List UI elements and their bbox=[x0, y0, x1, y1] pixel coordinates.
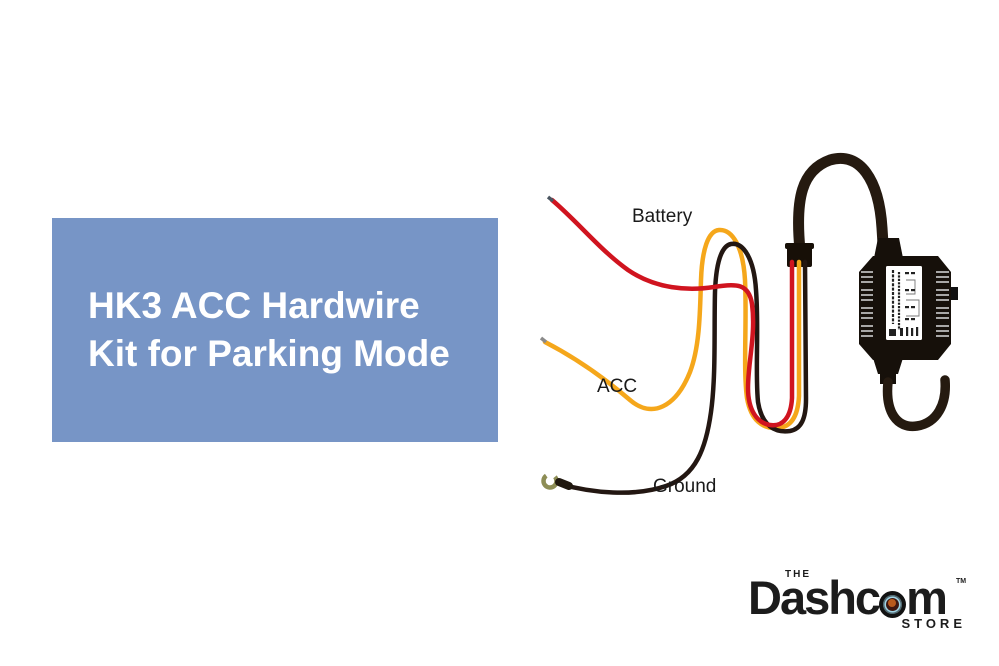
acc-wire bbox=[542, 227, 802, 431]
logo-store: STORE bbox=[901, 616, 966, 631]
device-switch bbox=[950, 287, 958, 300]
logo-wordmark-prefix: Dashc bbox=[748, 571, 881, 624]
device-ridges bbox=[861, 271, 949, 337]
cable-boot-flange bbox=[785, 243, 814, 249]
title-line-1: HK3 ACC Hardwire bbox=[88, 285, 420, 326]
logo-wordmark-suffix: m bbox=[906, 571, 948, 624]
output-cable bbox=[882, 375, 950, 432]
battery-wire-tip bbox=[546, 195, 555, 203]
acc-label: ACC bbox=[597, 376, 637, 397]
power-cable bbox=[793, 152, 889, 256]
battery-wire bbox=[549, 197, 795, 428]
logo-trademark: TM bbox=[956, 578, 967, 585]
ring-terminal bbox=[541, 472, 559, 490]
device-label bbox=[886, 266, 922, 340]
device-bottom-stub bbox=[873, 358, 903, 374]
battery-label: Battery bbox=[632, 206, 693, 227]
ground-label: Ground bbox=[653, 476, 716, 497]
title-line-2: Kit for Parking Mode bbox=[88, 333, 450, 374]
ground-wire bbox=[557, 241, 809, 495]
hardwire-device bbox=[859, 238, 958, 432]
camera-lens-icon bbox=[879, 591, 907, 618]
ring-terminal-crimp bbox=[555, 478, 573, 490]
device-top-stub bbox=[874, 238, 903, 258]
acc-wire-tip bbox=[539, 336, 548, 344]
logo-the: THE bbox=[785, 569, 811, 580]
title-card: HK3 ACC Hardwire Kit for Parking Mode bbox=[52, 218, 498, 442]
